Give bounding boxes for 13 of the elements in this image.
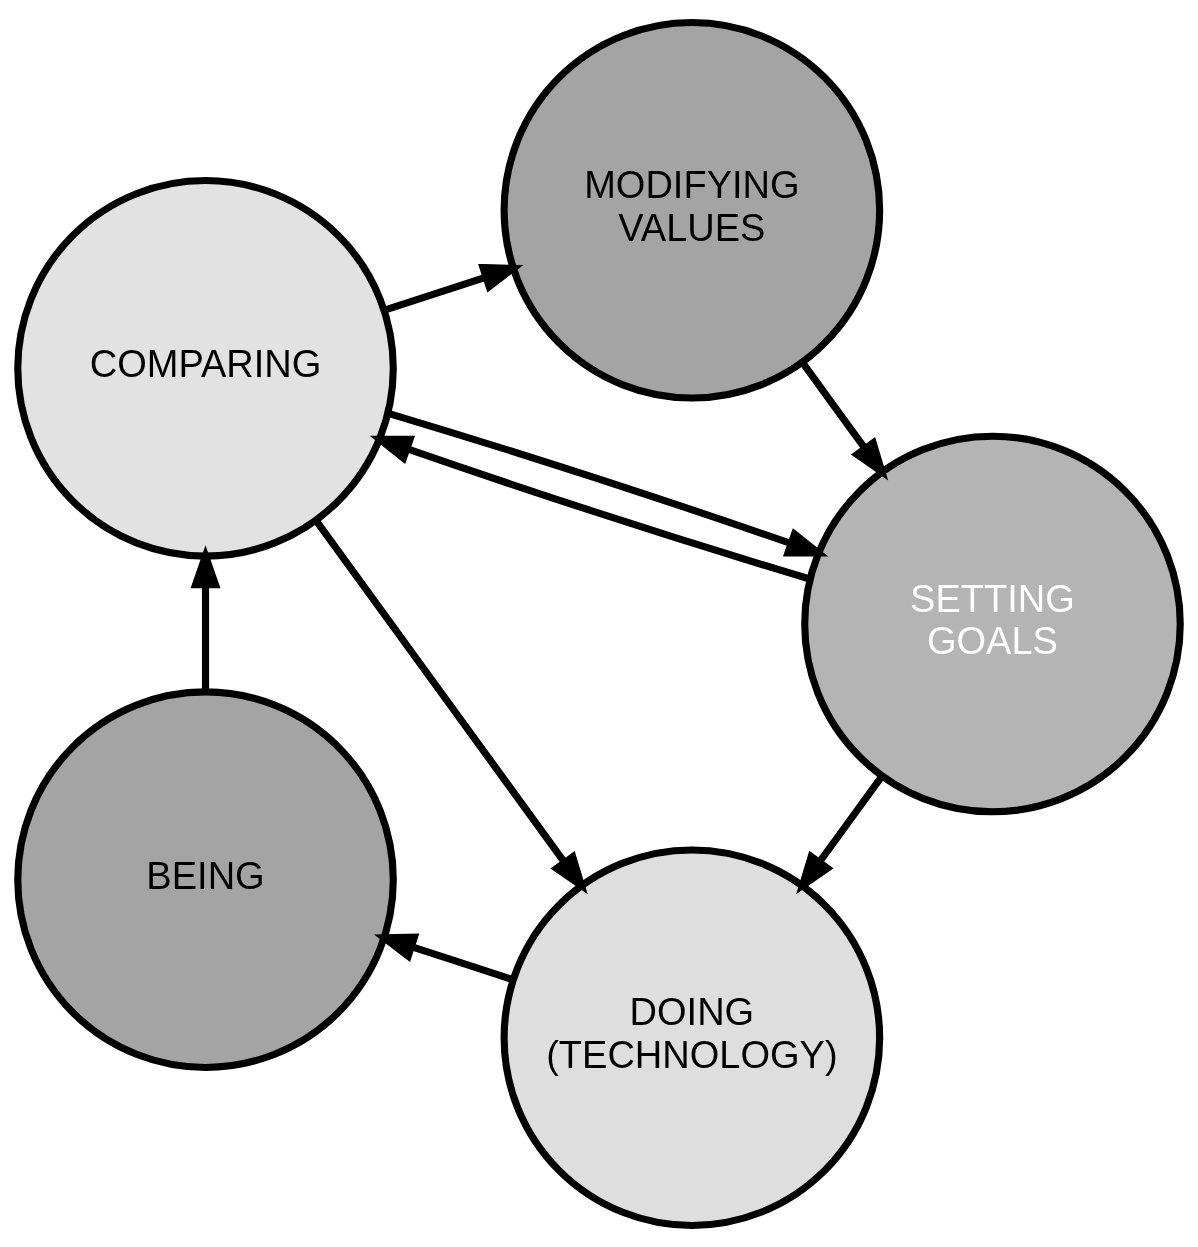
node-circle: DOING (TECHNOLOGY) (500, 845, 884, 1229)
arrow (800, 360, 889, 480)
arrow (796, 774, 885, 894)
node-circle: MODIFYING VALUES (500, 18, 884, 402)
arrow (373, 932, 514, 983)
arrow (387, 409, 829, 557)
node-circle: BEING (14, 687, 397, 1071)
arrow (190, 544, 221, 691)
arrow (383, 263, 524, 313)
arrow (313, 518, 588, 894)
arrow (369, 435, 811, 582)
node-circle: COMPARING (14, 176, 397, 560)
node-circle: SETTING GOALS (801, 432, 1184, 815)
